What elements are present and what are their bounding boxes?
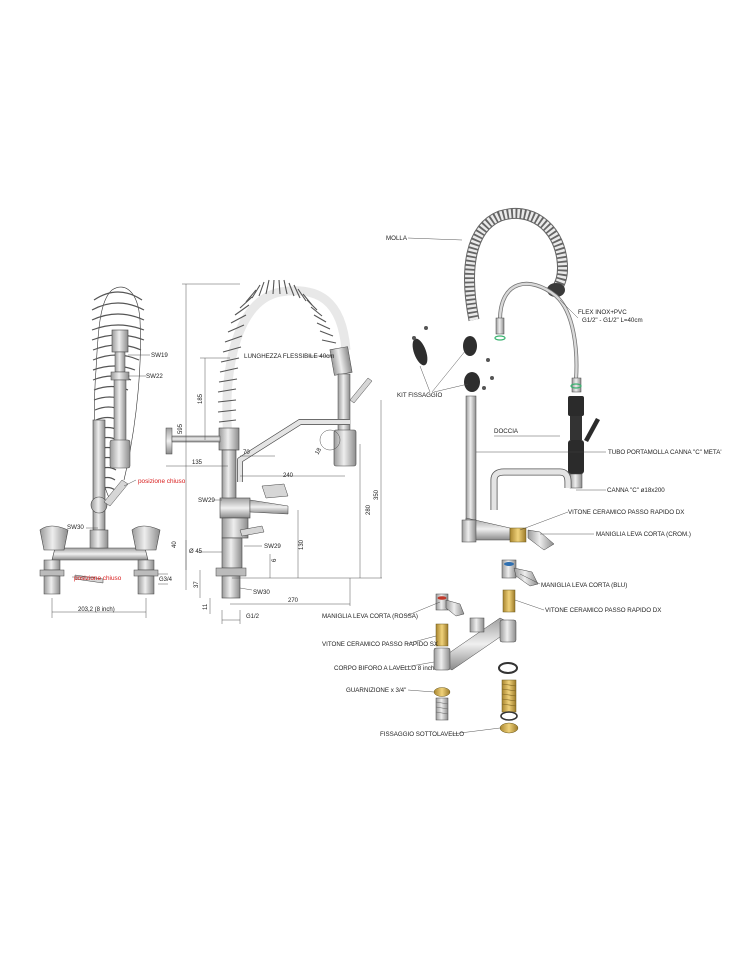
maniglia-blu-label: MANIGLIA LEVA CORTA (BLU) [541, 582, 627, 589]
vitone-sx [435, 623, 449, 647]
dim-130: 130 [299, 539, 305, 550]
vitone-sx-label: VITONE CERAMICO PASSO RAPIDO SX [322, 641, 438, 648]
vitone-dx [502, 589, 516, 613]
valve-right-front [131, 525, 161, 551]
front-view: SW19 SW22 SW30 posizione chiuso posizion… [39, 286, 186, 618]
flex-spec-label: G1/2" - G1/2" L=40cm [582, 317, 643, 324]
sw29-upper-label: SW29 [198, 497, 215, 504]
dim-45: Ø 45 [189, 549, 203, 555]
sw19-label: SW19 [151, 352, 168, 359]
handle-chrome [527, 529, 555, 551]
guarnizione-label: GUARNIZIONE x 3/4" [346, 687, 406, 694]
dim-g12: G1/2 [246, 614, 260, 620]
gasket-left [433, 687, 451, 697]
spray-head-front [111, 329, 129, 353]
spring-tube [465, 395, 477, 521]
sw22-label: SW22 [146, 373, 163, 380]
dim-11: 11 [203, 603, 209, 610]
sw29-lower-label: SW29 [264, 543, 281, 550]
maniglia-crom-label: MANIGLIA LEVA CORTA (CROM.) [596, 531, 691, 538]
mounting-kit [412, 326, 494, 392]
exploded-view: MOLLA FLEX INOX+PVC G1/2" - G1/2" L=40cm… [322, 207, 722, 738]
maniglia-rossa-label: MANIGLIA LEVA CORTA (ROSSA) [322, 613, 418, 620]
dim-350: 350 [374, 489, 380, 500]
corpo-label: CORPO BIFORO A LAVELLO 8 inch [334, 665, 435, 672]
dim-270: 270 [288, 598, 299, 604]
vitone-dx-top-label: VITONE CERAMICO PASSO RAPIDO DX [568, 509, 684, 516]
spring-exploded [464, 207, 568, 322]
dim-6: 6 [272, 558, 278, 562]
vitone-dx-top [509, 527, 527, 543]
lever-closed-front [103, 479, 129, 507]
dim-18: 18 [315, 447, 324, 456]
molla-label: MOLLA [386, 235, 408, 242]
dim-185: 185 [198, 393, 204, 404]
kit-label: KIT FISSAGGIO [397, 392, 442, 399]
c-spout [490, 468, 572, 510]
sw30-side-label: SW30 [253, 589, 270, 596]
side-view: LUNGHEZZA FLESSIBILE 40cm SW29 SW29 SW30… [165, 279, 382, 624]
doccia-label: DOCCIA [494, 428, 519, 435]
closed-position-bottom-label: posizione chiuso [74, 575, 122, 582]
dim-240: 240 [283, 473, 294, 479]
column-side [221, 449, 237, 501]
vitone-dx-label: VITONE CERAMICO PASSO RAPIDO DX [545, 607, 661, 614]
dim-40: 40 [172, 541, 178, 548]
flex-label: FLEX INOX+PVC [578, 309, 627, 316]
dim-135: 135 [192, 460, 203, 466]
dim-37: 37 [194, 581, 200, 588]
threaded-shanks [435, 679, 517, 721]
under-sink-fixing [499, 722, 519, 734]
shower-assembly [568, 396, 600, 489]
canna-label: CANNA "C" ø18x200 [607, 487, 665, 494]
spring-coil-side [217, 279, 351, 441]
fissaggio-label: FISSAGGIO SOTTOLAVELLO [380, 731, 464, 738]
dim-595: 595 [178, 423, 184, 434]
handle-red-cap [437, 596, 447, 600]
handle-blue-cap [504, 562, 514, 566]
shower-head-side [333, 429, 357, 467]
dim-70: 70 [243, 450, 250, 456]
flex-hose [498, 281, 579, 381]
dim-280: 280 [366, 504, 372, 515]
column-front [92, 419, 106, 531]
g34-dimension: G3/4 [159, 577, 173, 583]
hose-length-label: LUNGHEZZA FLESSIBILE 40cm [244, 353, 334, 360]
valve-left-front [39, 525, 69, 551]
body-front [51, 547, 149, 561]
tubo-label: TUBO PORTAMOLLA CANNA "C" META' [608, 449, 722, 456]
closed-position-top-label: posizione chiuso [138, 478, 186, 485]
sw30-front-label: SW30 [67, 524, 84, 531]
width-dimension: 203,2 (8 inch) [78, 607, 115, 613]
